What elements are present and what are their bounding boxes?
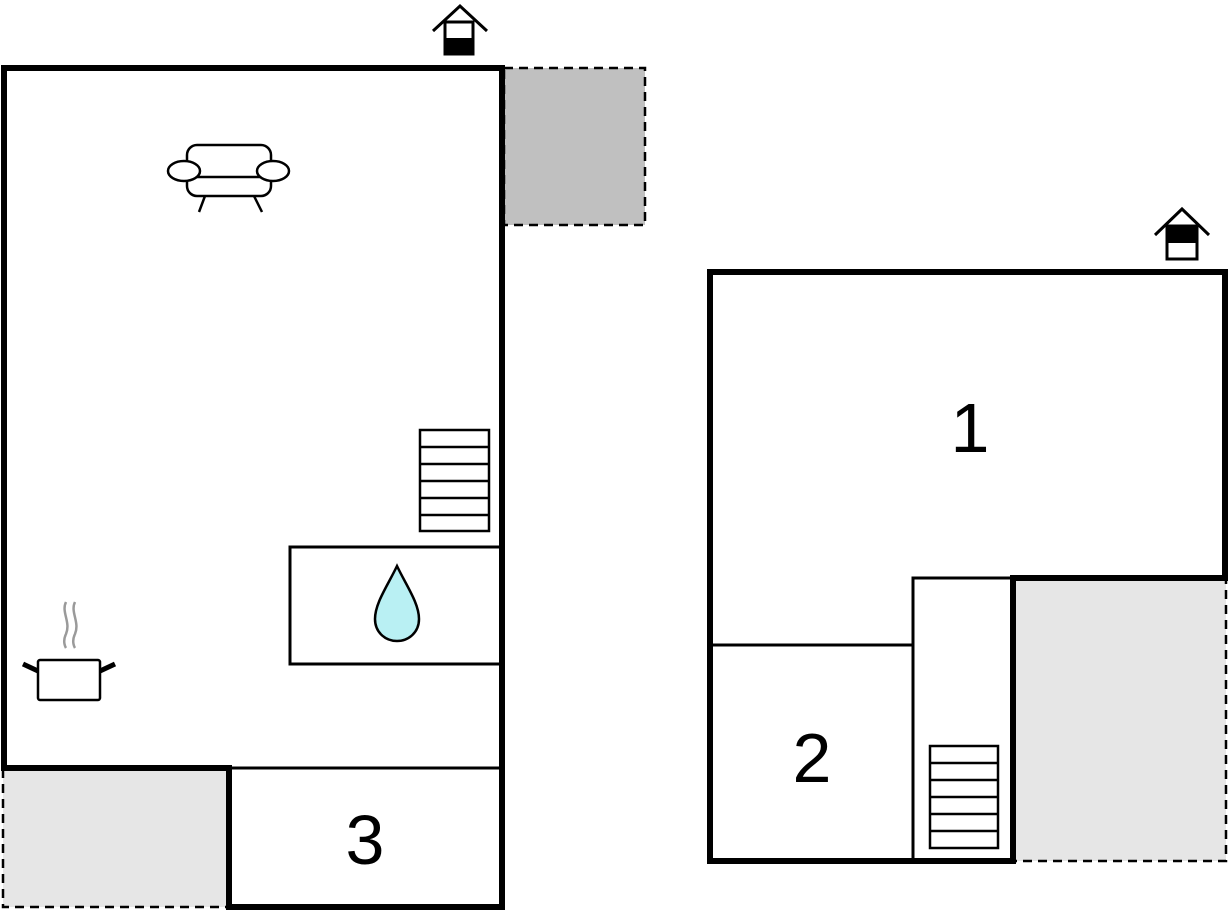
room-label-2: 2 [793,719,832,797]
house-entrance-icon [1153,206,1211,261]
water-drop-icon [373,563,421,643]
sofa-icon [166,143,291,213]
stair-hall-wall [911,576,1013,861]
room-label-3: 3 [346,801,385,879]
ground-floor-plan: 3 [1,3,647,910]
stairs-icon [418,428,491,533]
cooking-pot-icon [21,601,117,702]
room-label-1: 1 [951,389,990,467]
terrace-light-first [1011,576,1228,863]
ground-floor-outer-wall [1,65,505,910]
house-entrance-icon [431,3,489,56]
bathroom-wall [288,545,502,666]
terrace-dark [502,66,647,227]
terrace-light-ground [1,766,231,909]
stairs-icon [928,744,1000,850]
first-floor-plan: 1 2 [707,206,1228,864]
